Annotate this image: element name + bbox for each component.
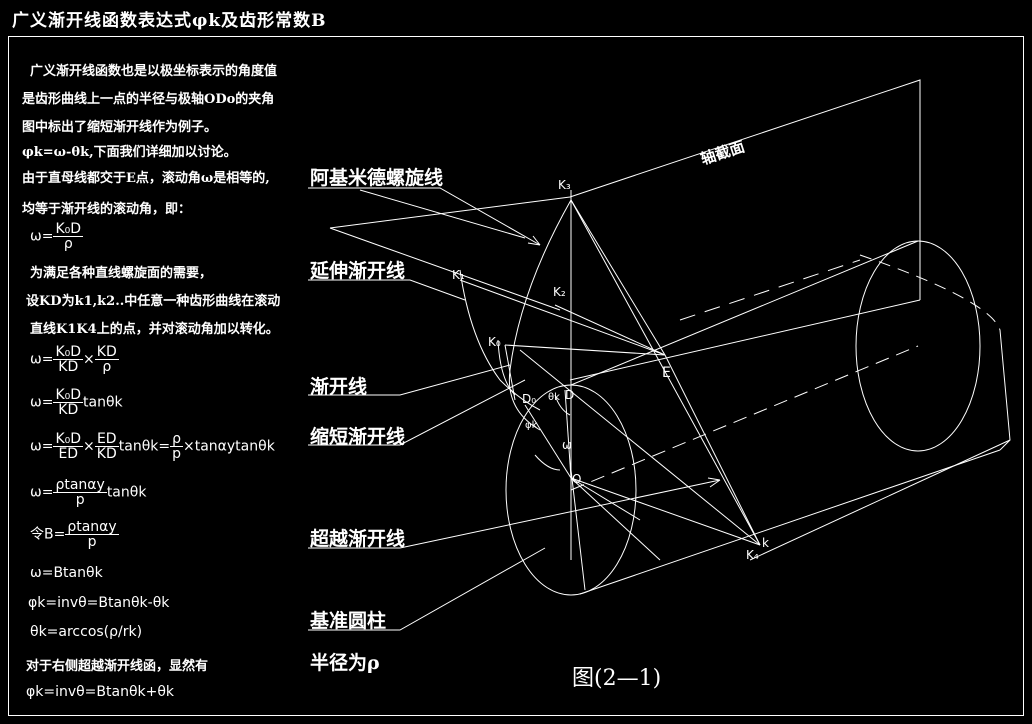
page-title: 广义渐开线函数表达式φk及齿形常数B xyxy=(12,11,327,31)
line-O-D xyxy=(564,389,572,479)
plane-diag-2 xyxy=(359,189,526,239)
text-line-2: 是齿形曲线上一点的半径与极轴ODo的夹角 xyxy=(22,92,275,107)
arrow-over xyxy=(707,477,721,488)
text-line-5: 由于直母线都交于E点，滚动角ω是相等的, xyxy=(22,171,270,186)
cylinder-top-edge xyxy=(570,240,919,386)
label-over-involute: 超越渐开线 xyxy=(310,528,406,550)
plane-top-edge xyxy=(329,196,571,229)
angle-theta: θk xyxy=(548,392,560,403)
point-K3: K₃ xyxy=(558,178,571,192)
bottom-outline xyxy=(749,439,1011,561)
point-K1: K₁ xyxy=(452,268,465,282)
formula-9: θk=arccos(ρ/rk) xyxy=(30,624,143,640)
ray-D-E xyxy=(519,349,761,546)
leader-archimedes xyxy=(308,187,541,246)
angle-arc-theta xyxy=(554,394,571,416)
text-line-7: 为满足各种直线螺旋面的需要， xyxy=(30,266,213,281)
leader-cylinder xyxy=(308,547,546,631)
text-line-6: 均等于渐开线的滚动角，即： xyxy=(22,202,192,217)
label-shortened-involute: 缩短渐开线 xyxy=(310,426,406,448)
label-archimedes-spiral: 阿基米德螺旋线 xyxy=(310,167,444,189)
label-extended-involute: 延伸渐开线 xyxy=(310,260,406,282)
point-K2: K₂ xyxy=(553,285,566,299)
line-O-b xyxy=(570,477,661,561)
point-D0: D₀ xyxy=(522,392,537,406)
vertical-down xyxy=(570,469,586,591)
dashed-plane-edge xyxy=(679,259,861,321)
text-line-8: 设KD为k1,k2..中任意一种齿形曲线在滚动 xyxy=(26,294,281,309)
line-O-K4 xyxy=(570,477,761,546)
leader-over xyxy=(308,479,721,549)
arrow-archimedes xyxy=(527,235,541,246)
angle-phi: φk xyxy=(525,420,538,431)
line-K0-down xyxy=(504,344,516,401)
figure-caption: 图(2—1) xyxy=(572,666,662,691)
point-E: E xyxy=(662,365,671,381)
cylinder-back-dashed xyxy=(859,254,1001,331)
line-E-K4 xyxy=(664,354,761,546)
label-base-cylinder: 基准圆柱 xyxy=(310,610,387,632)
ray-K1-E xyxy=(459,279,666,356)
plane-diag-1 xyxy=(329,227,561,311)
text-line-1: 广义渐开线函数也是以极坐标表示的角度值 xyxy=(30,64,278,79)
archimedes-spiral xyxy=(508,199,572,431)
point-K4: K₄ xyxy=(746,548,759,562)
axial-plane-bottom xyxy=(569,299,921,381)
extended-involute xyxy=(459,269,541,411)
ray-K3-K4 xyxy=(570,199,761,546)
axial-plane-outline xyxy=(569,79,921,300)
text-line-3: 图中标出了缩短渐开线作为例子。 xyxy=(22,120,218,135)
leader-extended xyxy=(308,279,466,301)
cylinder-axis xyxy=(570,345,919,491)
ray-K2-E xyxy=(554,304,666,356)
ray-K0-E xyxy=(504,344,666,356)
point-k: k xyxy=(762,536,769,550)
ray-K3-E xyxy=(570,199,666,356)
text-line-4: φk=ω-θk,下面我们详细加以讨论。 xyxy=(22,145,237,160)
label-radius: 半径为ρ xyxy=(310,652,380,674)
text-line-10: 对于右侧超越渐开线函，显然有 xyxy=(26,659,209,674)
point-D: D xyxy=(565,388,575,402)
leader-involute xyxy=(308,364,511,396)
line-O-D0 xyxy=(524,404,572,479)
angle-omega: ω xyxy=(562,438,573,452)
point-K0: K₀ xyxy=(488,335,501,349)
right-outline xyxy=(999,329,1011,451)
formula-7: ω=Btanθk xyxy=(30,565,103,581)
angle-arc-omega xyxy=(534,454,561,471)
involute-curve xyxy=(497,339,516,396)
formula-10: φk=invθ=Btanθk+θk xyxy=(26,684,175,700)
cylinder-bottom-edge xyxy=(579,449,1001,595)
leader-shortened xyxy=(308,379,526,446)
text-line-9: 直线K1K4上的点，并对滚动角加以转化。 xyxy=(30,322,279,337)
drawing-frame xyxy=(8,36,1024,716)
formula-8: φk=invθ=Btanθk-θk xyxy=(28,595,170,611)
label-involute: 渐开线 xyxy=(310,376,368,398)
point-O: O xyxy=(572,472,582,486)
line-O-a xyxy=(570,477,641,521)
